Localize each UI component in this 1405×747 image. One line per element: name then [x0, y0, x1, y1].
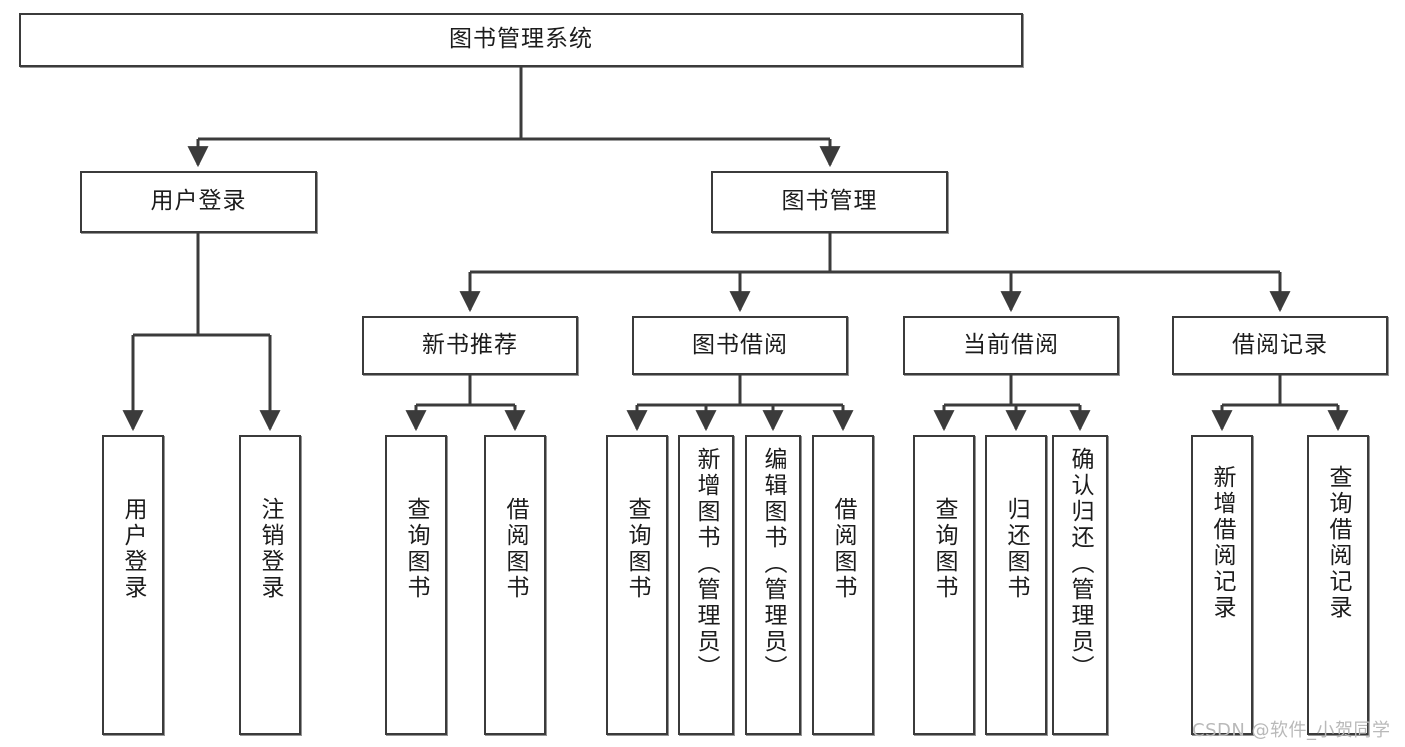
node-leaf-return-book[interactable]: 归还图书	[985, 435, 1047, 735]
node-leaf-user-logout-label: 注销登录	[257, 497, 284, 601]
node-leaf-query-book-1-label: 查询图书	[403, 497, 430, 601]
node-leaf-query-record[interactable]: 查询借阅记录	[1307, 435, 1369, 735]
node-user-login-label: 用户登录	[150, 188, 247, 215]
node-leaf-user-logout[interactable]: 注销登录	[239, 435, 301, 735]
node-leaf-borrow-book-1-label: 借阅图书	[502, 497, 529, 601]
node-book-manage-label: 图书管理	[781, 188, 878, 215]
node-user-login[interactable]: 用户登录	[80, 171, 317, 233]
node-leaf-query-book-2-label: 查询图书	[624, 497, 651, 601]
node-leaf-confirm-return[interactable]: 确认归还（管理员）	[1052, 435, 1108, 735]
node-book-manage[interactable]: 图书管理	[711, 171, 948, 233]
node-borrow-record[interactable]: 借阅记录	[1172, 316, 1388, 375]
node-leaf-edit-book-label: 编辑图书（管理员）	[760, 447, 787, 681]
node-leaf-query-record-label: 查询借阅记录	[1325, 465, 1352, 621]
node-root-label: 图书管理系统	[449, 26, 593, 53]
node-leaf-borrow-book-2-label: 借阅图书	[830, 497, 857, 601]
node-leaf-add-record[interactable]: 新增借阅记录	[1191, 435, 1253, 735]
node-leaf-add-book[interactable]: 新增图书（管理员）	[678, 435, 734, 735]
node-new-book-rec-label: 新书推荐	[422, 331, 518, 358]
node-leaf-add-record-label: 新增借阅记录	[1209, 465, 1236, 621]
node-book-borrow-label: 图书借阅	[692, 331, 788, 358]
node-leaf-borrow-book-2[interactable]: 借阅图书	[812, 435, 874, 735]
node-leaf-query-book-2[interactable]: 查询图书	[606, 435, 668, 735]
node-leaf-user-login-label: 用户登录	[120, 497, 147, 601]
node-leaf-query-book-3[interactable]: 查询图书	[913, 435, 975, 735]
node-leaf-add-book-label: 新增图书（管理员）	[693, 447, 720, 681]
node-leaf-query-book-1[interactable]: 查询图书	[385, 435, 447, 735]
node-new-book-rec[interactable]: 新书推荐	[362, 316, 578, 375]
node-leaf-return-book-label: 归还图书	[1003, 497, 1030, 601]
node-leaf-user-login[interactable]: 用户登录	[102, 435, 164, 735]
node-book-borrow[interactable]: 图书借阅	[632, 316, 848, 375]
node-leaf-query-book-3-label: 查询图书	[931, 497, 958, 601]
node-borrow-record-label: 借阅记录	[1232, 331, 1328, 358]
node-leaf-borrow-book-1[interactable]: 借阅图书	[484, 435, 546, 735]
csdn-watermark: CSDN @软件_小贺同学	[1192, 720, 1391, 741]
node-current-borrow[interactable]: 当前借阅	[903, 316, 1119, 375]
node-current-borrow-label: 当前借阅	[963, 331, 1059, 358]
node-leaf-edit-book[interactable]: 编辑图书（管理员）	[745, 435, 801, 735]
node-leaf-confirm-return-label: 确认归还（管理员）	[1067, 447, 1094, 681]
node-root[interactable]: 图书管理系统	[19, 13, 1023, 67]
